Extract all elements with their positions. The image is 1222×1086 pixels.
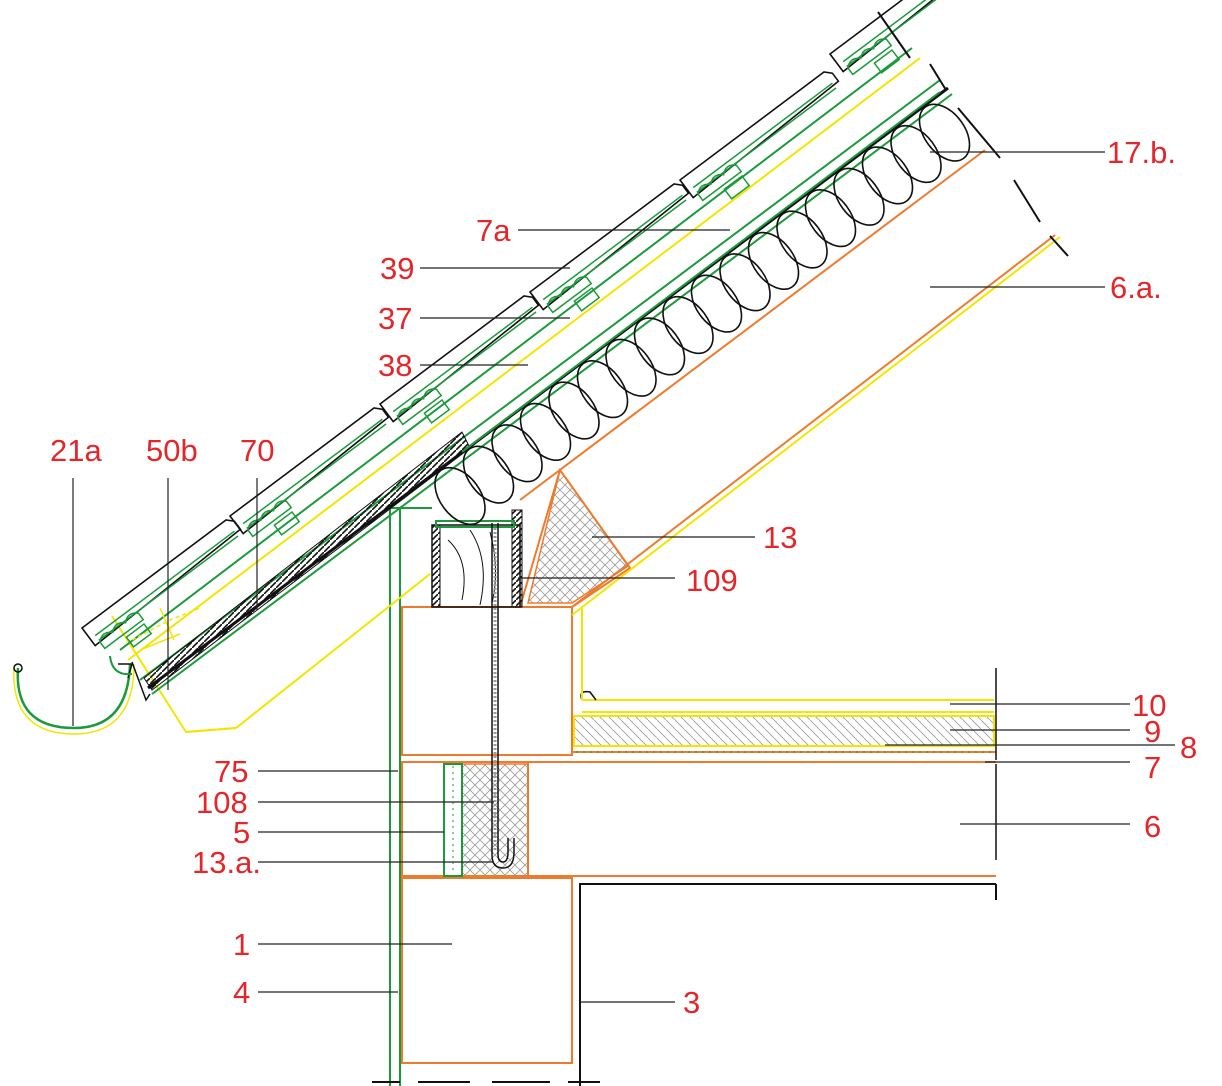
label-38: 38 bbox=[378, 348, 412, 383]
callout-labels: 17.b. 7a 39 6.a. 37 38 21a 50b 70 13 109… bbox=[50, 135, 1197, 1020]
floor-layers bbox=[573, 607, 997, 860]
label-39: 39 bbox=[380, 251, 414, 286]
label-3: 3 bbox=[683, 985, 700, 1020]
roof-tile bbox=[828, 0, 990, 76]
label-1: 1 bbox=[233, 927, 250, 962]
insulation-coil bbox=[690, 274, 743, 333]
roof-insulation-coils bbox=[434, 103, 971, 526]
insulation-coil bbox=[776, 210, 828, 269]
label-75: 75 bbox=[214, 754, 248, 789]
insulation-coil bbox=[719, 253, 771, 312]
insulation-coil bbox=[918, 103, 971, 162]
insulation-coil bbox=[605, 338, 657, 397]
timber-structure bbox=[401, 234, 1056, 1064]
label-5: 5 bbox=[233, 815, 250, 850]
label-17b: 17.b. bbox=[1107, 135, 1176, 170]
label-37: 37 bbox=[378, 301, 412, 336]
label-7a: 7a bbox=[476, 213, 511, 248]
break-lines bbox=[372, 11, 1069, 1083]
label-50b: 50b bbox=[146, 433, 198, 468]
label-13: 13 bbox=[763, 520, 797, 555]
label-13a: 13.a. bbox=[192, 845, 261, 880]
inner-wall-outline bbox=[579, 883, 997, 1086]
insulation-coil bbox=[861, 146, 914, 205]
leader-lines bbox=[72, 151, 1175, 1003]
lower-wall bbox=[401, 877, 573, 1064]
label-8: 8 bbox=[1180, 730, 1197, 765]
label-108: 108 bbox=[196, 785, 248, 820]
insulation-coil bbox=[491, 424, 543, 483]
label-109: 109 bbox=[686, 563, 738, 598]
insulation-coil bbox=[576, 360, 629, 419]
facing-board bbox=[389, 507, 432, 1086]
insulation-coil bbox=[804, 189, 857, 248]
label-21a: 21a bbox=[50, 433, 102, 468]
wall-plate-upper bbox=[401, 606, 573, 756]
label-10: 10 bbox=[1132, 688, 1166, 723]
insulation-coil bbox=[747, 231, 800, 290]
insulation-coil bbox=[434, 466, 486, 526]
label-4: 4 bbox=[233, 975, 250, 1010]
label-6: 6 bbox=[1144, 809, 1161, 844]
roof-tile bbox=[378, 295, 540, 426]
insulation-coil bbox=[833, 167, 885, 226]
roof-tiles bbox=[80, 0, 990, 650]
insulation-coil bbox=[519, 402, 572, 461]
anchor-bolt bbox=[491, 523, 515, 869]
label-70: 70 bbox=[240, 433, 274, 468]
roof-tile bbox=[528, 183, 690, 314]
insulation-coil bbox=[662, 295, 714, 355]
roof-layers bbox=[119, 47, 986, 695]
vapour-board bbox=[443, 763, 463, 877]
insulation-coil bbox=[462, 445, 515, 504]
label-9: 9 bbox=[1144, 714, 1161, 749]
insulation-coil bbox=[890, 124, 942, 184]
gutter bbox=[13, 655, 135, 735]
insulation-coil bbox=[548, 381, 600, 440]
insulation-coil bbox=[633, 317, 686, 376]
roof-tile bbox=[80, 519, 242, 650]
wall-plate-timber bbox=[431, 509, 523, 608]
eaves-ventilation bbox=[131, 607, 201, 651]
label-6a: 6.a. bbox=[1110, 270, 1162, 305]
eaves-bracket bbox=[131, 661, 151, 702]
roof-tile bbox=[228, 407, 390, 538]
roof-tile bbox=[678, 71, 840, 202]
label-7: 7 bbox=[1144, 750, 1161, 785]
rafter-fill-insulation bbox=[527, 468, 630, 604]
screed-layer bbox=[573, 715, 995, 747]
